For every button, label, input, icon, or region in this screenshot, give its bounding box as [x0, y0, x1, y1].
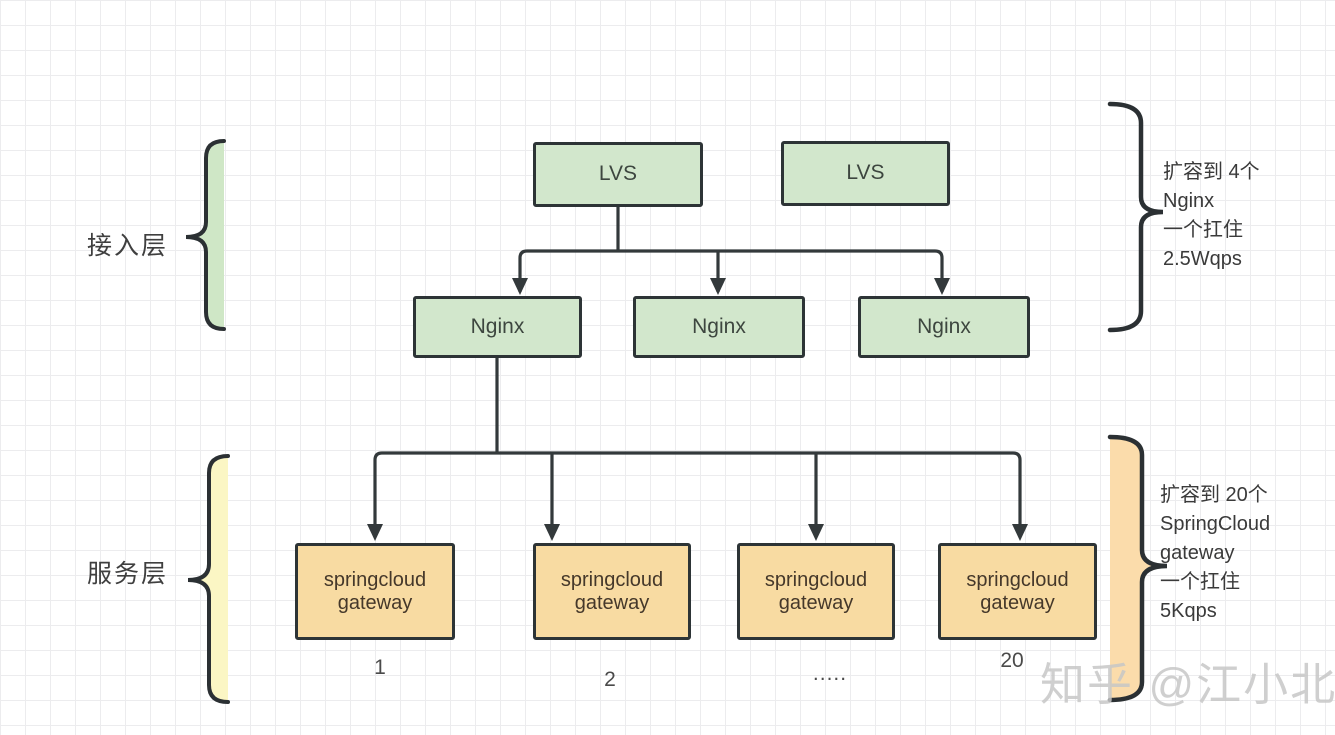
- arrowhead-gateway-2: [544, 524, 560, 541]
- gateway-scaling-note: 扩容到 20个 SpringCloud gateway 一个扛住 5Kqps: [1160, 484, 1271, 622]
- node-gateway-1: springcloud gateway: [295, 543, 455, 640]
- arrowhead-nginx-1: [512, 278, 528, 295]
- arrowhead-gateway-4: [1012, 524, 1028, 541]
- node-gateway-3: springcloud gateway: [737, 543, 895, 640]
- service-layer-brace-left: [187, 454, 230, 704]
- arrowhead-gateway-3: [808, 524, 824, 541]
- gateway-index-2: 2: [604, 668, 616, 691]
- node-gateway-4: springcloud gateway: [938, 543, 1097, 640]
- node-gateway-1-label: springcloud gateway: [323, 568, 427, 614]
- nginx-scaling-note: 扩容到 4个 Nginx 一个扛住 2.5Wqps: [1163, 161, 1260, 270]
- gateway-note-brace-right: [1107, 434, 1168, 703]
- arrowhead-nginx-2: [710, 278, 726, 295]
- arrowhead-gateway-1: [367, 524, 383, 541]
- zhihu-watermark: 知乎 @江小北: [1040, 659, 1335, 710]
- node-nginx-1: Nginx: [413, 296, 582, 358]
- node-gateway-3-label: springcloud gateway: [764, 568, 868, 614]
- node-gateway-4-label: springcloud gateway: [966, 568, 1069, 614]
- service-layer-label: 服务层: [87, 560, 169, 588]
- gateway-index-20: 20: [1000, 649, 1024, 672]
- node-nginx-1-label: Nginx: [470, 314, 525, 338]
- node-gateway-2: springcloud gateway: [533, 543, 691, 640]
- node-lvs-1: LVS: [533, 142, 703, 207]
- nginx-to-gateway-bar: [373, 451, 1022, 525]
- node-gateway-2-label: springcloud gateway: [560, 568, 664, 614]
- access-layer-brace-left: [185, 139, 226, 331]
- node-nginx-2-label: Nginx: [692, 314, 746, 338]
- node-lvs-1-label: LVS: [598, 162, 638, 186]
- gateway-index-ellipsis: .....: [812, 662, 848, 685]
- access-layer-label: 接入层: [87, 232, 169, 260]
- lvs-to-nginx-bar: [518, 249, 944, 292]
- node-nginx-3-label: Nginx: [917, 314, 971, 338]
- gateway-index-1: 1: [374, 656, 386, 679]
- node-nginx-3: Nginx: [858, 296, 1030, 358]
- node-nginx-2: Nginx: [633, 296, 805, 358]
- node-lvs-2-label: LVS: [846, 161, 885, 185]
- arrowhead-nginx-3: [934, 278, 950, 295]
- node-lvs-2: LVS: [781, 141, 950, 206]
- nginx-note-brace-right: [1107, 101, 1164, 333]
